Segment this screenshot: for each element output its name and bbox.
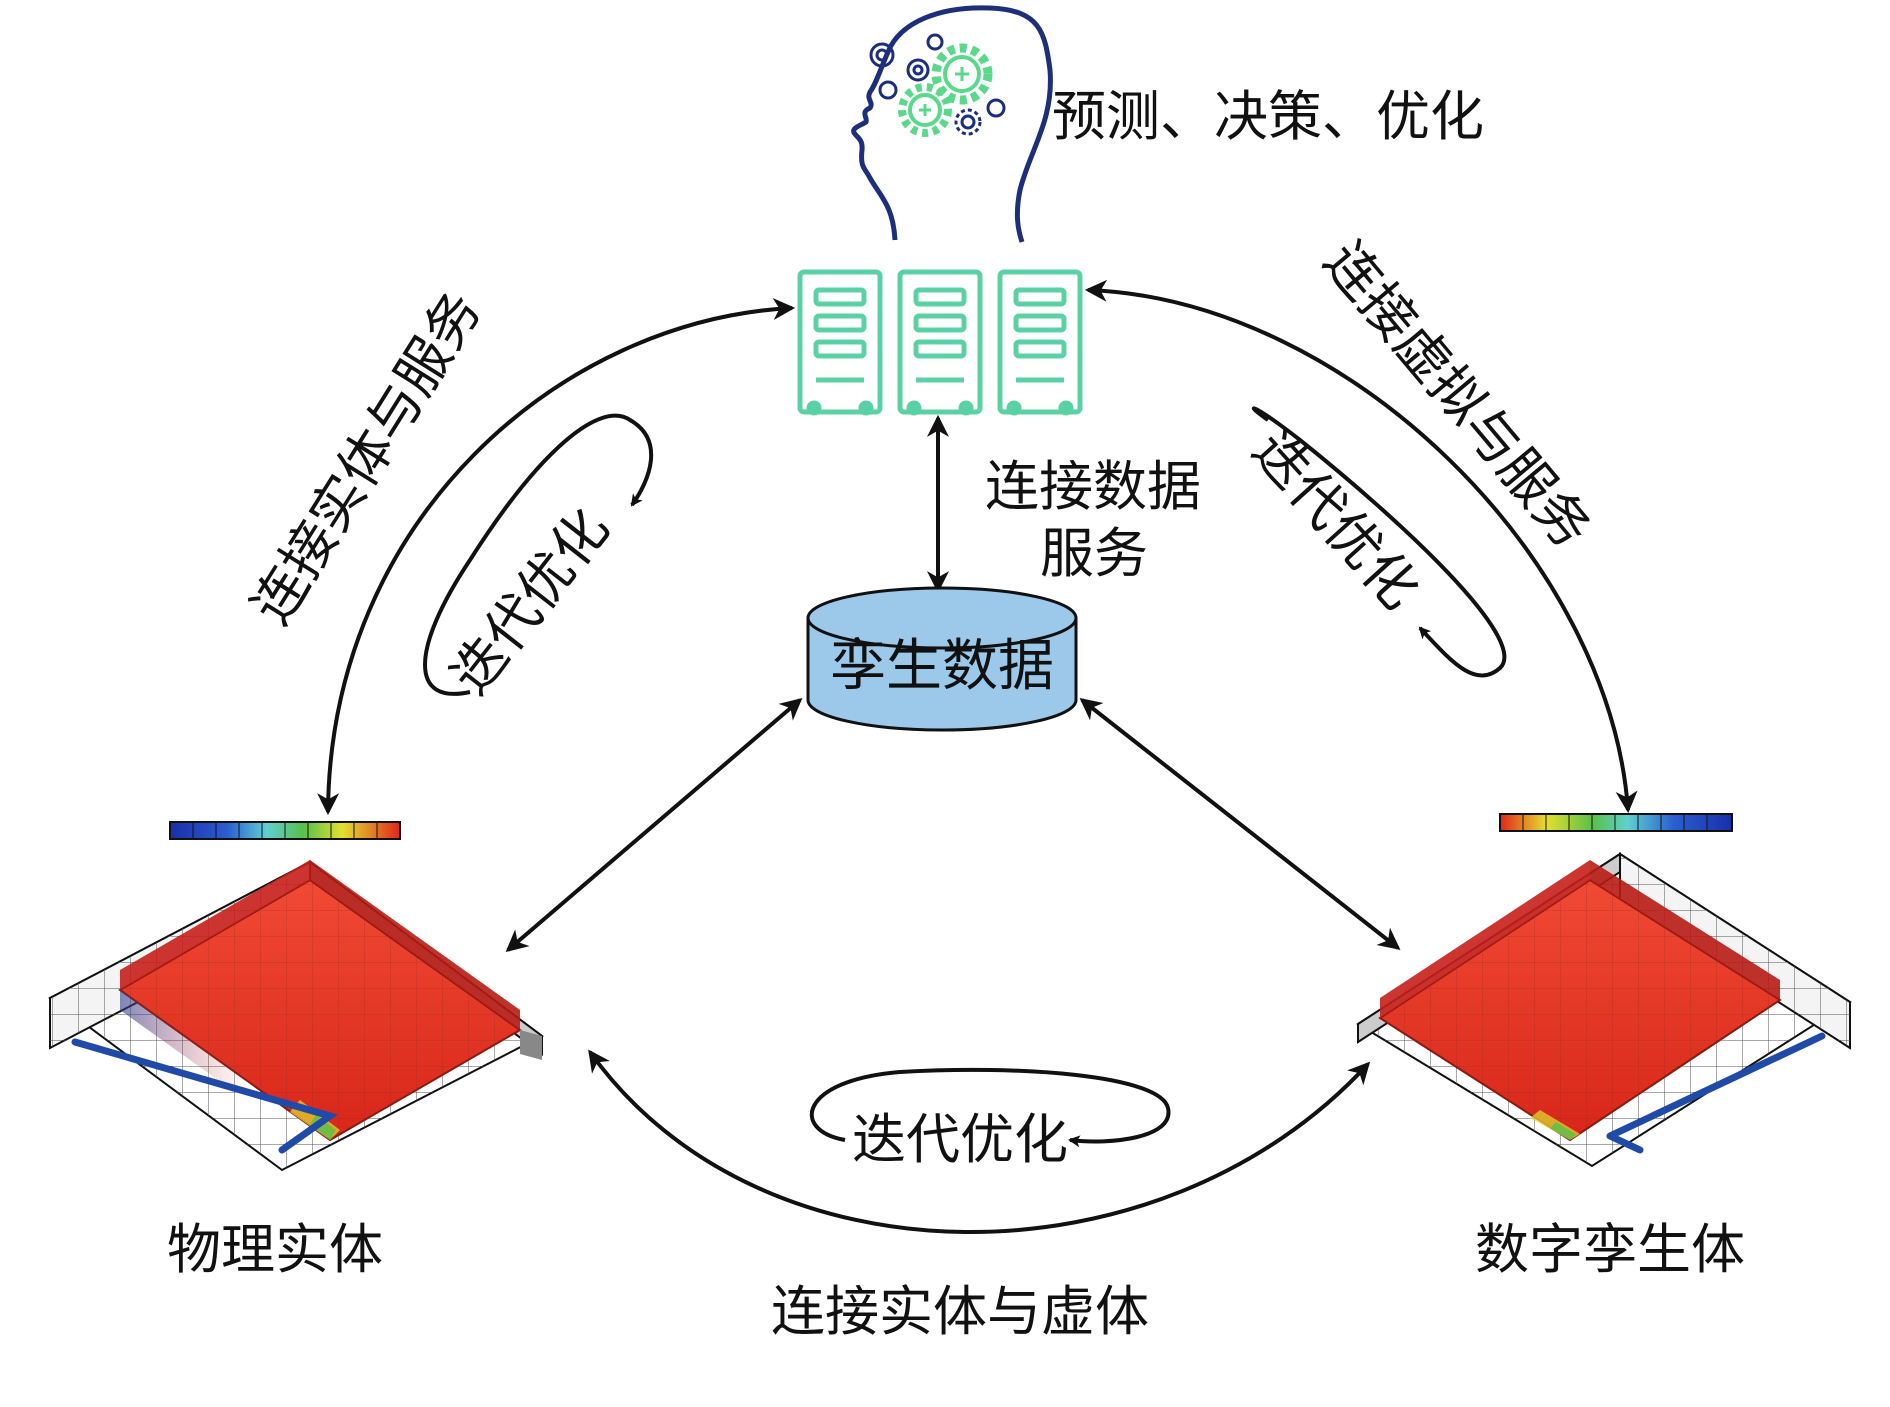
heatmap-box-icon — [48, 860, 544, 1172]
database-icon — [806, 586, 1078, 732]
server-group — [797, 269, 1083, 416]
iter-loop-bottom — [809, 1067, 1171, 1148]
bottom-arc-arrow — [588, 1049, 1371, 1234]
gear-icon — [906, 58, 930, 82]
server-icon — [797, 269, 883, 416]
database-physical-arrow — [505, 697, 803, 953]
bottom-arc-label: 连接实体与虚体 — [771, 1280, 1149, 1343]
iter-loop-left — [423, 413, 654, 696]
iter-loop-right — [1251, 406, 1507, 678]
gear-icon — [926, 33, 944, 51]
gear-icon — [986, 98, 1006, 118]
gear-icon — [954, 108, 982, 136]
heatmap-box-icon — [1356, 852, 1852, 1168]
gear-icon — [898, 83, 952, 137]
server-link-label: 连接数据 服务 — [985, 455, 1218, 585]
iter-right-label: 迭代优化 — [1240, 419, 1431, 622]
database-twin-arrow — [1079, 698, 1401, 950]
server-icon — [897, 269, 983, 416]
server-link-line2: 服务 — [1040, 522, 1148, 585]
gear-icon — [869, 42, 895, 68]
gear-icon — [931, 43, 993, 105]
database-label: 孪生数据 — [830, 634, 1054, 699]
server-icon — [997, 269, 1083, 416]
digital-twin-label: 数字孪生体 — [1475, 1218, 1745, 1281]
physical-entity-label: 物理实体 — [167, 1218, 383, 1281]
brain-head-icon — [851, 5, 1053, 243]
color-bar-icon — [1499, 813, 1733, 832]
brain-caption: 预测、决策、优化 — [1052, 85, 1484, 148]
gear-icon — [878, 80, 898, 100]
color-bar-icon — [169, 821, 401, 840]
server-link-line1: 连接数据 — [985, 455, 1201, 518]
iter-left-label: 迭代优化 — [439, 497, 622, 706]
right-arc-arrow — [1084, 279, 1638, 814]
iter-bottom-label: 迭代优化 — [852, 1108, 1068, 1171]
left-arc-arrow — [317, 298, 796, 816]
